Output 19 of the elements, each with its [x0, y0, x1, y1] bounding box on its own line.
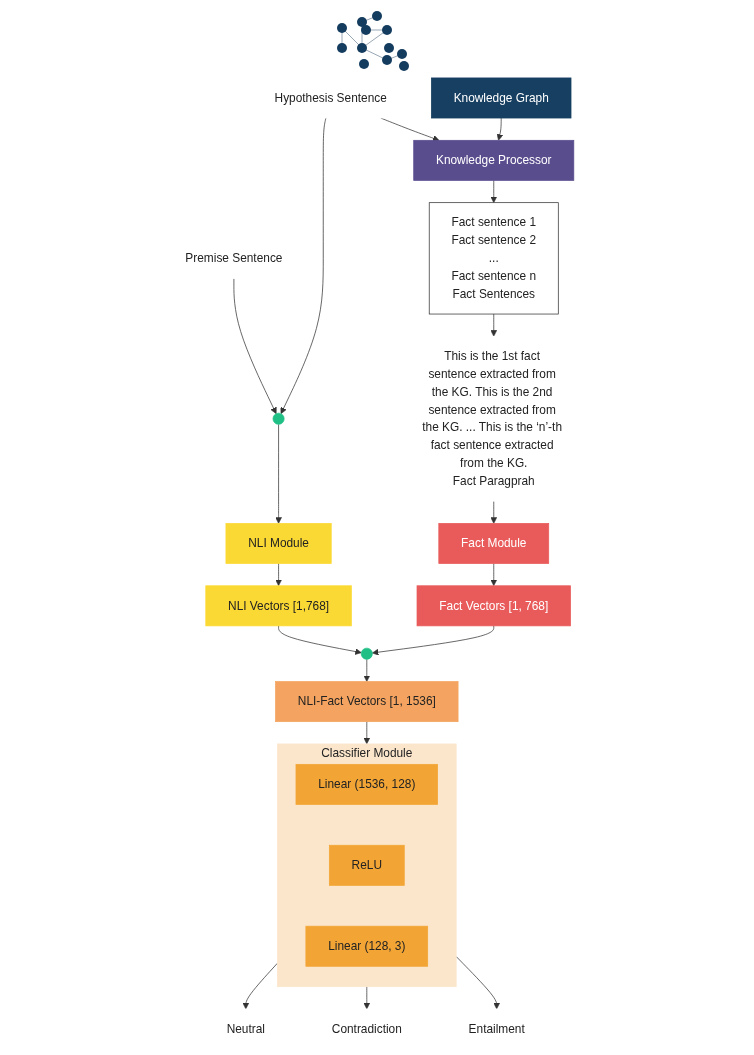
node-circle — [361, 647, 374, 660]
node-box: Linear (128, 3) — [305, 925, 429, 967]
node-box: Linear (1536, 128) — [295, 763, 439, 805]
node-text: Neutral — [227, 1022, 266, 1035]
node-box: ReLU — [329, 844, 405, 886]
node-text: Contradiction — [332, 1022, 403, 1035]
node-box: Fact sentence 1 Fact sentence 2 ... Fact sentence n Fact Sentences — [429, 202, 559, 315]
node-box: Knowledge Graph — [431, 77, 572, 119]
node-box: NLI Vectors [1,768] — [205, 585, 353, 627]
node-text: This is the 1st fact sentence extracted from the KG. This is the 2nd sentence extracted from the KG. ... This is the ‘n’-th fact sentence extracted from the KG. Fact Paragprah — [422, 349, 563, 488]
node-text: Premise Sentence — [185, 251, 283, 265]
node-box: NLI Module — [225, 523, 332, 564]
node-circle — [272, 412, 285, 425]
node-box: Knowledge Processor — [413, 139, 575, 181]
node-text: Entailment — [468, 1022, 526, 1035]
node-text: Hypothesis Sentence — [274, 91, 388, 104]
node-box: Fact Module — [438, 523, 550, 564]
node-box: NLI-Fact Vectors [1, 1536] — [275, 681, 459, 722]
node-box: Fact Vectors [1, 768] — [416, 585, 572, 627]
